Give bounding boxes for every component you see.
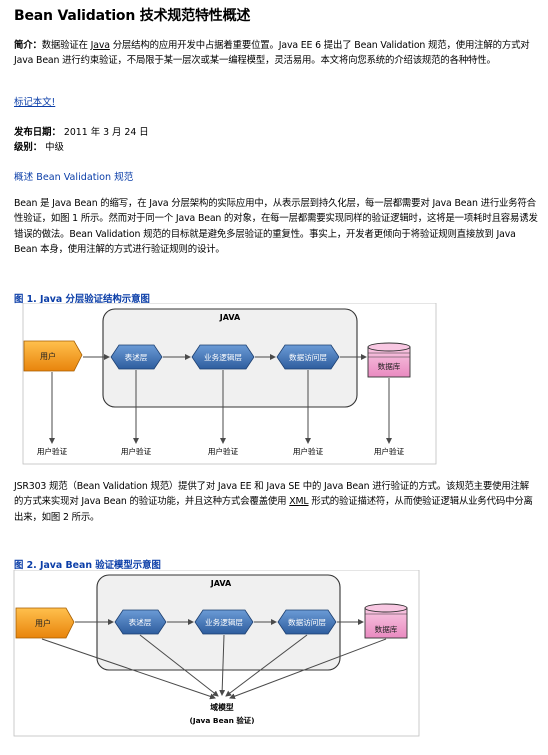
user-node: 用户 bbox=[15, 607, 75, 639]
article-title: Bean Validation 技术规范特性概述 bbox=[14, 8, 251, 24]
database-label: 数据库 bbox=[378, 361, 401, 371]
xml-link[interactable]: XML bbox=[289, 496, 309, 508]
figure-1-diagram: JAVA 用户 表述层 业务逻辑层 数据访问层 数据库 用户验证 用户验证 用户… bbox=[22, 303, 437, 465]
paragraph-1: Bean 是 Java Bean 的缩写，在 Java 分层架构的实际应用中，从… bbox=[14, 196, 538, 258]
figure-2-diagram: JAVA 用户 表述层 业务逻辑层 数据访问层 数据库 域模型 (Java Be… bbox=[13, 570, 420, 737]
business-layer-label: 业务逻辑层 bbox=[205, 617, 243, 627]
user-node: 用户 bbox=[23, 340, 83, 372]
abstract-java-link[interactable]: Java bbox=[90, 40, 110, 51]
business-layer: 业务逻辑层 bbox=[191, 344, 255, 370]
publish-date: 发布日期： 2011 年 3 月 24 日 bbox=[14, 126, 149, 140]
paragraph-2-b: 形式的验证描述符，从而使验证逻辑从业务代码中分离出来，如图 2 所示。 bbox=[14, 496, 533, 523]
business-layer-label: 业务逻辑层 bbox=[204, 352, 242, 362]
data-access-layer-label: 数据访问层 bbox=[288, 617, 326, 627]
presentation-layer-label: 表述层 bbox=[129, 617, 152, 627]
paragraph-2-a: JSR303 规范（Bean Validation 规范）提供了对 Java E… bbox=[14, 481, 530, 508]
validation-label: 用户验证 bbox=[208, 446, 239, 456]
validation-label: 用户验证 bbox=[121, 446, 152, 456]
user-label: 用户 bbox=[35, 618, 51, 628]
paragraph-1-b: Bean Validation 规范的目标就是避免多层验证的重复性。事实上，开发… bbox=[14, 228, 516, 256]
validation-label: 用户验证 bbox=[37, 446, 68, 456]
paragraph-1-a: Bean 是 Java Bean 的缩写，在 Java 分层架构的实际应用中，从… bbox=[14, 198, 538, 240]
abstract: 简介：数据验证在 Java 分层结构的应用开发中占据着重要位置。Java EE … bbox=[14, 38, 538, 69]
validation-label: 用户验证 bbox=[293, 446, 324, 456]
data-access-layer: 数据访问层 bbox=[277, 609, 337, 635]
presentation-layer: 表述层 bbox=[114, 609, 167, 635]
data-access-layer: 数据访问层 bbox=[276, 344, 340, 370]
java-container-label: JAVA bbox=[219, 313, 241, 322]
date-label: 发布日期： bbox=[14, 127, 61, 138]
figure-2-caption: 图 2. Java Bean 验证模型示意图 bbox=[14, 560, 161, 571]
paragraph-2: JSR303 规范（Bean Validation 规范）提供了对 Java E… bbox=[14, 479, 538, 525]
level-label: 级别： bbox=[14, 142, 43, 153]
level: 级别： 中级 bbox=[14, 141, 64, 155]
database-node: 数据库 bbox=[364, 603, 408, 639]
domain-model-subtitle: (Java Bean 验证) bbox=[189, 716, 254, 725]
user-label: 用户 bbox=[40, 351, 56, 361]
presentation-layer: 表述层 bbox=[110, 344, 163, 370]
abstract-text-b: 分层结构的应用开发中占据着重要位置。Java EE 6 提出了 Bean Val… bbox=[14, 40, 530, 67]
java-container-label: JAVA bbox=[210, 579, 232, 588]
date-value: 2011 年 3 月 24 日 bbox=[60, 127, 149, 138]
presentation-layer-label: 表述层 bbox=[125, 352, 148, 362]
business-layer: 业务逻辑层 bbox=[194, 609, 254, 635]
mark-article-link[interactable]: 标记本文! bbox=[14, 97, 56, 108]
figure-1-caption: 图 1. Java 分层验证结构示意图 bbox=[14, 294, 150, 305]
database-label: 数据库 bbox=[375, 624, 398, 634]
domain-model-title: 域模型 bbox=[210, 702, 234, 712]
abstract-label: 简介： bbox=[14, 40, 42, 51]
database-node: 数据库 bbox=[367, 342, 411, 378]
validation-label: 用户验证 bbox=[374, 446, 405, 456]
data-access-layer-label: 数据访问层 bbox=[289, 352, 327, 362]
section-title: 概述 Bean Validation 规范 bbox=[14, 172, 134, 183]
level-value: 中级 bbox=[42, 142, 64, 153]
abstract-text-a: 数据验证在 bbox=[41, 40, 91, 51]
